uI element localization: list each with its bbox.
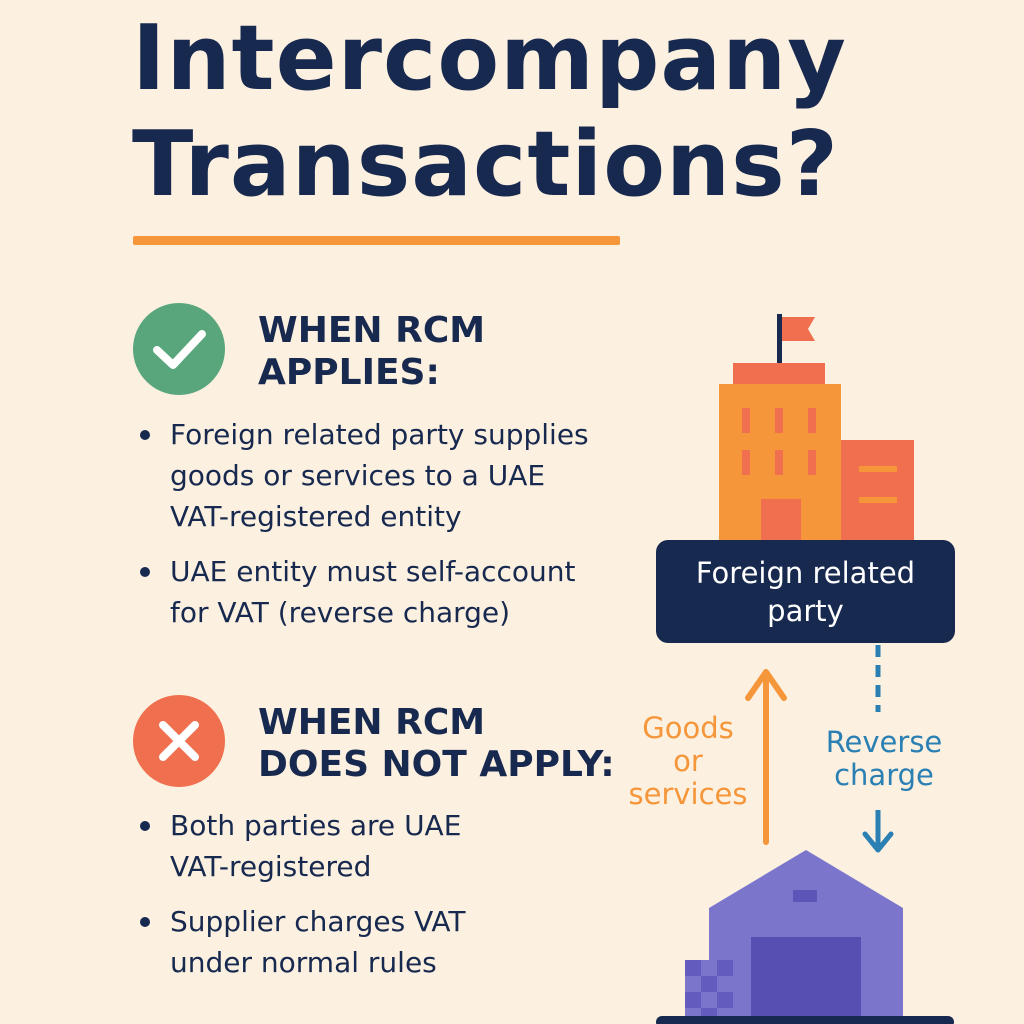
not-applies-heading-line-1: WHEN RCM [258,702,486,743]
applies-bullet-list: Foreign related party supplies goods or … [138,414,589,647]
bullet-text: Both parties are UAE VAT-registered [170,809,462,883]
not-applies-heading: WHEN RCM DOES NOT APPLY: [258,702,615,786]
cross-icon [133,695,225,787]
not-applies-heading-line-2: DOES NOT APPLY: [258,744,615,785]
applies-heading-line-2: APPLIES: [258,352,440,393]
bullet-text: UAE entity must self-account for VAT (re… [170,555,576,629]
warehouse-icon [656,850,954,1024]
reverse-charge-arrow-icon [862,645,894,853]
list-item: Foreign related party supplies goods or … [138,414,589,537]
bullet-icon [140,917,150,927]
bullet-icon [140,821,150,831]
office-building-icon [719,314,914,542]
bullet-icon [140,567,150,577]
bullet-text: Foreign related party supplies goods or … [170,418,589,533]
list-item: UAE entity must self-account for VAT (re… [138,551,589,633]
reverse-charge-label: Reverse charge [825,725,943,792]
page-title: Intercompany Transactions? [132,6,847,218]
not-applies-bullet-list: Both parties are UAE VAT-registered Supp… [138,805,466,997]
bullet-text: Supplier charges VAT under normal rules [170,905,466,979]
title-line-2: Transactions? [132,112,839,217]
applies-heading: WHEN RCM APPLIES: [258,310,485,394]
list-item: Both parties are UAE VAT-registered [138,805,466,887]
title-line-1: Intercompany [132,6,847,111]
goods-arrow-icon [745,669,787,845]
check-icon [133,303,225,395]
bullet-icon [140,430,150,440]
applies-heading-line-1: WHEN RCM [258,310,486,351]
foreign-party-label: Foreign related party [656,540,955,643]
title-underline [133,236,620,245]
list-item: Supplier charges VAT under normal rules [138,901,466,983]
goods-label: Goods or services [628,711,748,811]
